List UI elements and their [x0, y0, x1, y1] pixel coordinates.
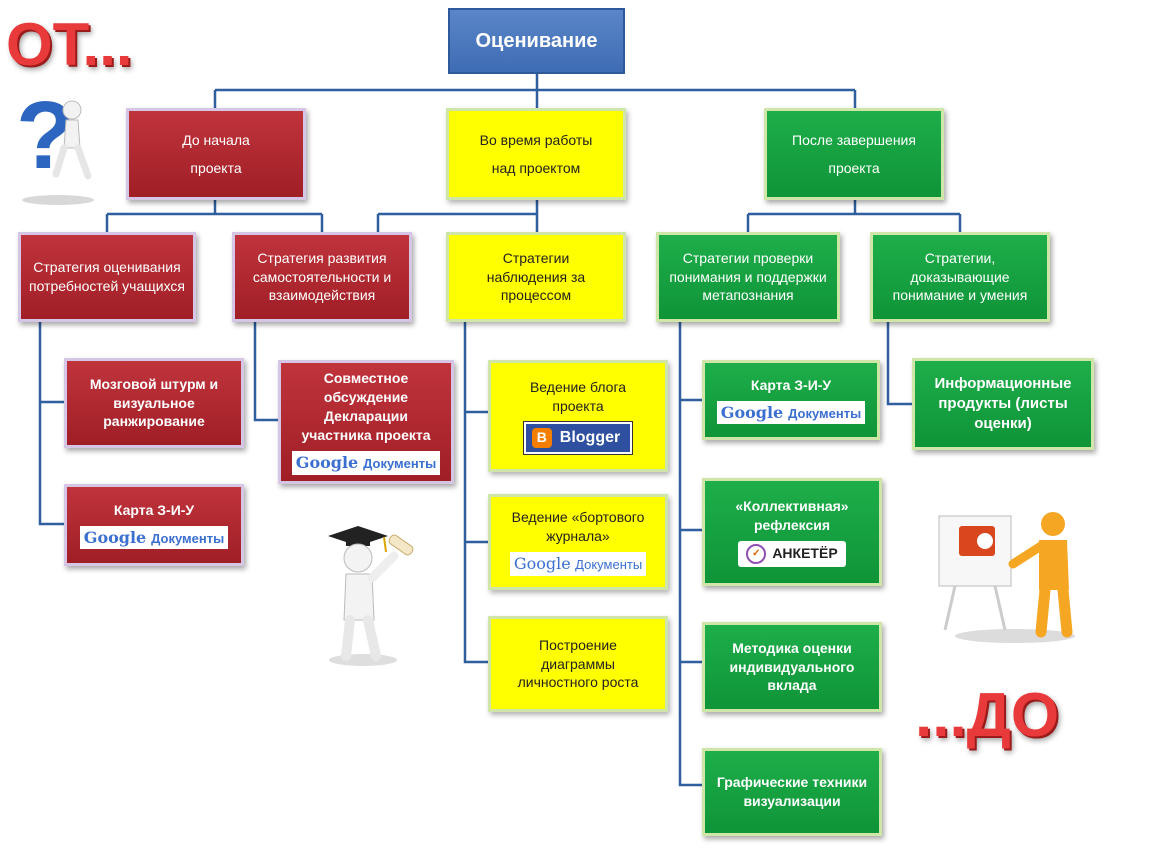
google-word: Google [295, 452, 359, 472]
slogan-to: ...ДО [915, 681, 1060, 750]
strategy-observation-label: Стратегии наблюдения за процессом [486, 249, 586, 304]
blogger-word: Blogger [559, 429, 621, 447]
strategy-needs-label: Стратегия оценивания потребностей учащих… [28, 259, 186, 294]
phase-before: До начала проекта [126, 108, 306, 200]
item-info-products-label: Информационные продукты (листы оценки) [934, 374, 1072, 433]
strategy-proof-label: Стратегии, доказывающие понимание и умен… [892, 249, 1028, 304]
thinking-person-question-figure: ? [16, 88, 94, 205]
item-joint-discussion-label: Совместное обсуждение Декларации участни… [301, 370, 431, 443]
phase-after-label: После завершения проекта [792, 132, 916, 176]
item-contribution-method: Методика оценки индивидуального вклада [702, 622, 882, 712]
item-kwl-left-label: Карта З-И-У [113, 501, 195, 518]
root-assessment: Оценивание [448, 8, 625, 74]
item-graphic-techniques: Графические техники визуализации [702, 748, 882, 836]
blogger-logo: B Blogger [522, 421, 634, 455]
item-brainstorm-label: Мозговой штурм и визуальное ранжирование [89, 375, 219, 430]
anketer-word: АНКЕТЁР [772, 545, 838, 562]
item-info-products: Информационные продукты (листы оценки) [912, 358, 1094, 450]
item-brainstorm: Мозговой штурм и визуальное ранжирование [64, 358, 244, 448]
item-kwl-right-label: Карта З-И-У [750, 376, 832, 393]
phase-during: Во время работы над проектом [446, 108, 626, 200]
graduate-figure [328, 526, 414, 666]
item-kwl-right: Карта З-И-У Google Документы [702, 360, 880, 440]
item-logbook-label: Ведение «бортового журнала» [511, 509, 645, 545]
item-blog-label: Ведение блога проекта [529, 379, 627, 415]
google-docs-word: Документы [575, 556, 643, 572]
item-kwl-left: Карта З-И-У Google Документы [64, 484, 244, 566]
slogan-from: ОТ... [6, 11, 133, 78]
google-docs-logo: Google Документы [291, 450, 441, 475]
google-word: Google [720, 402, 784, 422]
anketer-check-icon: ✓ [746, 543, 767, 564]
strategy-independence-label: Стратегия развития самостоятельности и в… [252, 249, 392, 304]
item-growth-diagram-label: Построение диаграммы личностного роста [517, 636, 639, 691]
phase-after: После завершения проекта [764, 108, 944, 200]
strategy-proof: Стратегии, доказывающие понимание и умен… [870, 232, 1050, 322]
item-blog: Ведение блога проекта B Blogger [488, 360, 668, 472]
strategy-understanding: Стратегии проверки понимания и поддержки… [656, 232, 840, 322]
blogger-icon: B [531, 427, 552, 448]
google-word: Google [83, 527, 147, 547]
item-joint-discussion: Совместное обсуждение Декларации участни… [278, 360, 454, 484]
google-docs-word: Документы [151, 530, 225, 546]
google-docs-logo: Google Документы [79, 525, 229, 550]
google-docs-logo: Google Документы [716, 400, 866, 425]
root-label: Оценивание [475, 29, 598, 52]
google-docs-word: Документы [788, 405, 862, 421]
item-logbook: Ведение «бортового журнала» Google Докум… [488, 494, 668, 590]
item-graphic-techniques-label: Графические техники визуализации [716, 774, 868, 809]
phase-before-label: До начала проекта [182, 132, 250, 176]
strategy-understanding-label: Стратегии проверки понимания и поддержки… [669, 249, 827, 304]
strategy-independence: Стратегия развития самостоятельности и в… [232, 232, 412, 322]
item-growth-diagram: Построение диаграммы личностного роста [488, 616, 668, 712]
item-collective-reflection: «Коллективная» рефлексия ✓ АНКЕТЁР [702, 478, 882, 586]
google-docs-word: Документы [363, 455, 437, 471]
anketer-logo: ✓ АНКЕТЁР [738, 540, 846, 567]
item-collective-reflection-label: «Коллективная» рефлексия [735, 498, 849, 533]
strategy-needs: Стратегия оценивания потребностей учащих… [18, 232, 196, 322]
strategy-observation: Стратегии наблюдения за процессом [446, 232, 626, 322]
google-word: Google [513, 553, 571, 573]
google-docs-logo: Google Документы [509, 551, 647, 576]
phase-during-label: Во время работы над проектом [479, 132, 593, 176]
presenter-figure [938, 512, 1075, 643]
item-contribution-method-label: Методика оценки индивидуального вклада [729, 639, 855, 694]
